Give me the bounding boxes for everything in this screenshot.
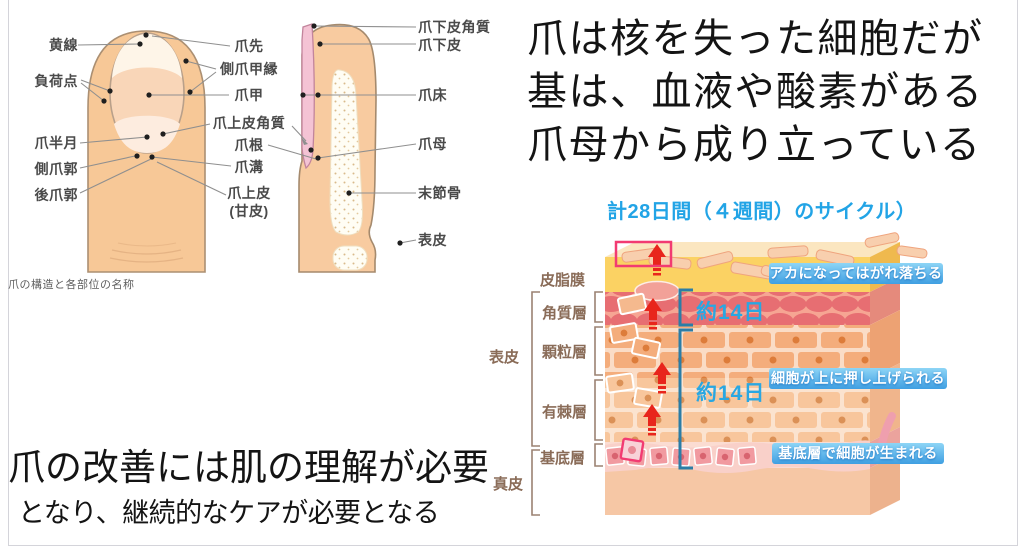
label-lunula: 爪半月 xyxy=(34,135,78,151)
label-stratum-corneum: 角質層 xyxy=(542,305,588,322)
label-cuticle-keratin: 爪上皮角質 xyxy=(212,115,286,131)
finger-front-view xyxy=(87,30,206,273)
duration-lower: 約14日 xyxy=(696,382,766,405)
label-connector-lines xyxy=(77,25,417,244)
label-load-point: 負荷点 xyxy=(34,73,78,89)
nail-anatomy-illustration xyxy=(77,23,417,273)
headline-line-3: 爪母から成り立っている xyxy=(527,122,982,167)
conclusion-text: 爪の改善には肌の理解が必要 となり、継続的なケアが必要となる xyxy=(8,444,508,532)
label-nail-matrix: 爪母 xyxy=(418,136,447,152)
label-side-nail-fold: 側爪郭 xyxy=(34,161,78,177)
label-side-nail-edge: 側爪甲縁 xyxy=(220,61,278,77)
label-nail-bed: 爪床 xyxy=(418,87,447,103)
label-nail-root: 爪根 xyxy=(234,137,264,153)
badge-pushed-up: 細胞が上に押し上げられる xyxy=(769,368,947,389)
label-hyponychium: 爪下皮 xyxy=(418,37,462,53)
badge-cells-born: 基底層で細胞が生まれる xyxy=(772,443,944,464)
label-nail-groove: 爪溝 xyxy=(234,159,264,175)
up-arrow-icons xyxy=(643,244,671,436)
frame-bottom-line xyxy=(8,545,1018,546)
label-finger-epidermis: 表皮 xyxy=(418,232,447,248)
headline-text: 爪は核を失った細胞だが 基は、血液や酸素がある 爪母から成り立っている xyxy=(527,12,1021,171)
label-epidermis: 表皮 xyxy=(489,349,520,366)
label-sebum-film: 皮脂膜 xyxy=(540,272,586,289)
migrating-cells xyxy=(605,292,663,409)
label-nail-plate: 爪甲 xyxy=(234,87,264,103)
flake-highlight-box xyxy=(614,240,673,268)
headline-line-1: 爪は核を失った細胞だが xyxy=(527,16,984,61)
label-nail-tip: 爪先 xyxy=(234,38,264,54)
duration-brackets xyxy=(678,288,693,470)
cuticle-pointer-arrowhead xyxy=(301,137,308,145)
label-spinous-layer: 有棘層 xyxy=(542,404,588,421)
headline-line-2: 基は、血液や酸素がある xyxy=(527,69,984,114)
newborn-cell-highlight xyxy=(619,437,645,463)
label-granular-layer: 顆粒層 xyxy=(542,344,588,361)
conclusion-line-1: 爪の改善には肌の理解が必要 xyxy=(8,448,489,489)
label-rear-nail-fold: 後爪郭 xyxy=(34,187,78,203)
badge-shed-off: アカになってはがれ落ちる xyxy=(769,263,943,284)
marker-dots xyxy=(101,23,403,246)
label-hyponychium-keratin: 爪下皮角質 xyxy=(418,19,491,35)
finger-side-view xyxy=(298,23,377,273)
label-yellow-line: 黄線 xyxy=(49,37,78,53)
conclusion-line-2: となり、継続的なケアが必要となる xyxy=(18,498,440,528)
nail-diagram-caption: 爪の構造と各部位の名称 xyxy=(8,279,135,291)
cycle-title: 計28日間（４週間）のサイクル） xyxy=(607,201,917,223)
label-eponychium: 爪上皮 xyxy=(227,185,271,201)
label-eponychium-alt: (甘皮) xyxy=(229,203,269,219)
layer-brackets xyxy=(531,291,603,516)
duration-upper: 約14日 xyxy=(696,301,766,324)
label-dermis: 真皮 xyxy=(493,476,524,493)
label-distal-phalanx: 末節骨 xyxy=(418,185,462,201)
frame-right-line xyxy=(1017,0,1018,546)
label-basal-layer: 基底層 xyxy=(540,450,586,467)
frame-left-line xyxy=(8,0,9,546)
